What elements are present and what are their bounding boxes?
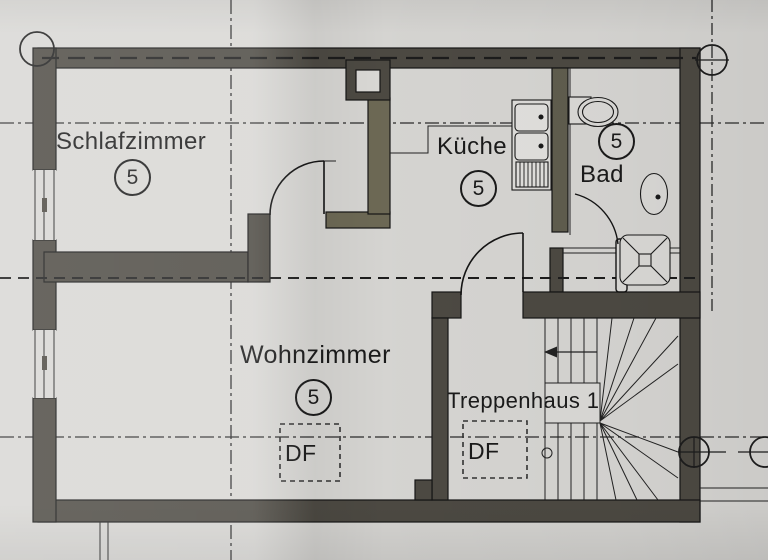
roof-window-boxes [279,420,528,482]
wall-right [679,47,701,523]
walls [32,47,701,523]
kneewall-line-kueche [390,125,512,154]
winder-staircase [541,317,679,501]
stair-winders-upper [599,317,679,422]
windows [33,170,56,398]
wall-bottom-notch [414,479,433,501]
room-number-schlafzimmer: 5 [114,159,151,196]
wall-corridor-bottom-right [522,291,701,319]
shower [619,234,671,286]
roof-window-label-treppenhaus: DF [468,438,500,464]
door-schlafzimmer [269,160,325,216]
stair-winders-lower [599,422,679,501]
room-number-wohnzimmer: 5 [295,379,332,416]
wall-treppenhaus-left [431,317,449,501]
wall-corridor-bottom-left [431,291,462,319]
bathroom-fixtures [568,96,671,286]
stair-landing [544,382,601,424]
wall-bad-door-jamb [549,247,564,293]
door-entry [460,232,524,296]
stair-treads-upper [557,318,598,383]
stair-direction-arrow [544,346,597,358]
grid-circle-top-right [695,44,729,76]
doors [269,160,628,296]
washbasin [568,96,619,128]
chimney-flue [355,69,381,93]
wall-corridor-olive-horizontal [325,211,391,229]
roof-window-box-treppenhaus [462,420,528,479]
stair-newel-circle [541,447,553,459]
wall-kueche-bad [551,67,569,233]
roof-window-label-wohnzimmer: DF [285,440,317,466]
room-number-bad: 5 [598,123,635,160]
kitchen-drainer [515,161,549,188]
roof-window-box-wohnzimmer [279,423,341,482]
room-label-schlafzimmer: Schlafzimmer [56,128,207,155]
wall-left-lower [32,397,57,523]
faucet-dot-2 [538,143,544,149]
window-left-upper [33,170,56,240]
wall-jog-block [247,213,271,283]
kitchen-sink-basin-2 [514,132,549,161]
grid-circle-bottom-right-outer [738,436,768,468]
window-left-lower [33,330,56,398]
room-number-kueche: 5 [460,170,497,207]
wall-bottom [37,499,701,523]
wall-schlafzimmer-kueche-olive [367,97,391,215]
faucet-dot-1 [538,114,544,120]
room-label-bad: Bad [580,161,624,188]
room-label-wohnzimmer: Wohnzimmer [240,341,391,369]
toilet [639,172,669,216]
grid-circle-top-left [19,31,55,67]
stair-treads-lower [557,423,598,500]
grid-markers [19,31,768,468]
room-label-kueche: Küche [437,133,508,160]
kitchen-unit [511,99,552,191]
grid-circle-bottom-right-inner [678,436,726,468]
kitchen-sink-basin-1 [514,103,549,132]
room-label-treppenhaus: Treppenhaus 1 [447,388,600,413]
